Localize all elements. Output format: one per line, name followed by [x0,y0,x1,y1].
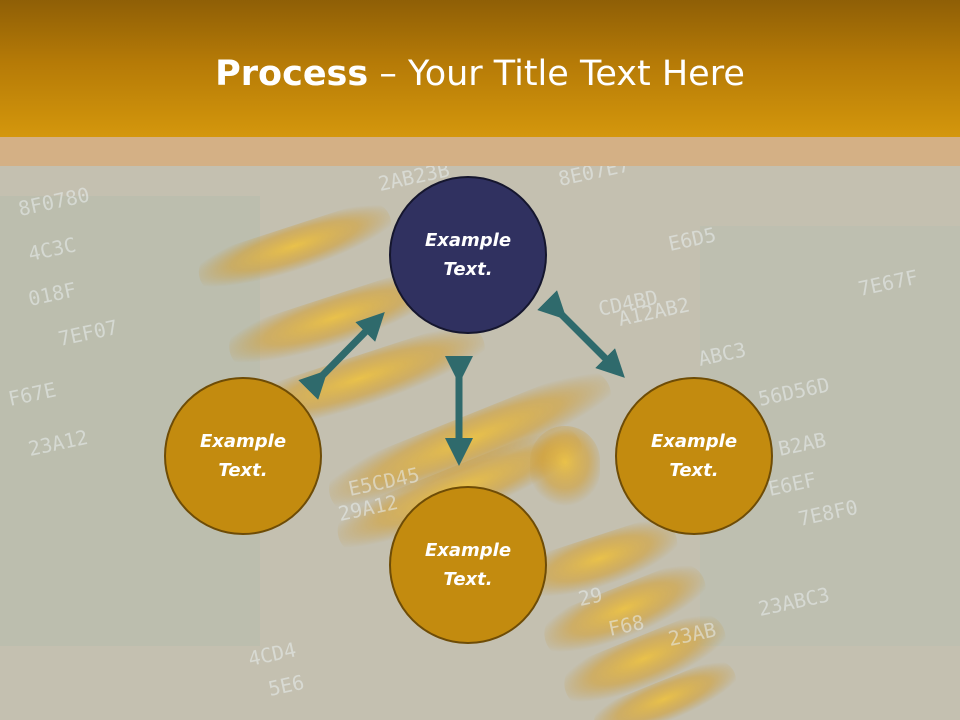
background-code-text: 29 [576,582,605,610]
arrow-top-right [537,290,625,378]
node-top-label: Example Text. [424,230,512,280]
node-right-label: Example Text. [650,431,738,481]
header-accent-band [0,137,960,166]
node-bottom-label: Example Text. [424,540,512,590]
header-bar: Process – Your Title Text Here [0,0,960,137]
slide-title: Process – Your Title Text Here [0,52,960,96]
process-node-top: Example Text. [389,176,547,334]
process-node-right: Example Text. [615,377,773,535]
title-bold: Process [215,54,369,94]
node-left-label: Example Text. [199,431,287,481]
arrow-top-left [298,312,385,400]
process-node-left: Example Text. [164,377,322,535]
process-node-bottom: Example Text. [389,486,547,644]
title-rest: – Your Title Text Here [368,54,745,94]
